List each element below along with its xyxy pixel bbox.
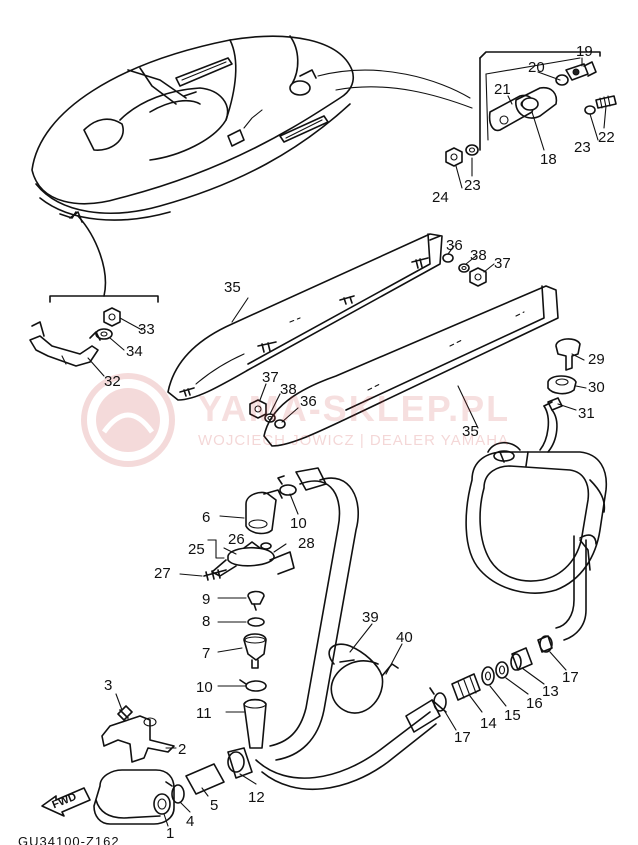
callout-4: 4 xyxy=(186,813,195,830)
callout-5: 5 xyxy=(210,797,219,814)
watercraft-hull xyxy=(31,35,355,221)
callout-29: 29 xyxy=(588,351,605,368)
watermark-logo-icon xyxy=(81,373,175,467)
hose-5 xyxy=(185,763,225,795)
sponson-lower xyxy=(263,285,559,447)
watermark-dealer: WOJCIECH JOWICZ | DEALER YAMAHA xyxy=(198,432,510,449)
callout-10-mid: 10 xyxy=(196,679,213,696)
screw-3 xyxy=(117,705,133,721)
straps-39-40 xyxy=(328,643,399,714)
callout-21: 21 xyxy=(494,81,511,98)
fwd-arrow-icon xyxy=(41,787,91,817)
fitting-group-right xyxy=(543,338,581,411)
callout-34: 34 xyxy=(126,343,143,360)
callout-28: 28 xyxy=(298,535,315,552)
callout-16: 16 xyxy=(526,695,543,712)
callout-36-lower: 36 xyxy=(300,393,317,410)
callout-25: 25 xyxy=(188,541,205,558)
fitting-chain-right xyxy=(429,635,553,712)
callout-40: 40 xyxy=(396,629,413,646)
figure-code: GU34100-Z162 xyxy=(18,834,120,845)
callout-17-left: 17 xyxy=(454,729,471,746)
callout-36-upper: 36 xyxy=(446,237,463,254)
callout-2: 2 xyxy=(178,741,187,758)
callout-14: 14 xyxy=(480,715,497,732)
callout-39: 39 xyxy=(362,609,379,626)
callout-19: 19 xyxy=(576,43,593,60)
callout-1: 1 xyxy=(166,825,175,842)
bracket-detail-group xyxy=(29,295,159,367)
reference-arrow xyxy=(69,211,107,297)
callout-22: 22 xyxy=(598,129,615,146)
callout-13: 13 xyxy=(542,683,559,700)
callout-38-lower: 38 xyxy=(280,381,297,398)
callout-26: 26 xyxy=(228,531,245,548)
callout-3: 3 xyxy=(104,677,113,694)
connector-12 xyxy=(227,747,253,779)
hose-11 xyxy=(255,467,447,790)
watermark-brand: YAMA-SKLEP.PL xyxy=(198,388,511,429)
callout-18: 18 xyxy=(540,151,557,168)
callout-8: 8 xyxy=(202,613,211,630)
callout-38-upper: 38 xyxy=(470,247,487,264)
callout-11: 11 xyxy=(196,705,212,722)
callout-37-lower: 37 xyxy=(262,369,279,386)
bracket-2 xyxy=(101,715,175,763)
callout-23-left: 23 xyxy=(464,177,481,194)
center-fittings xyxy=(203,489,295,749)
sponson-upper xyxy=(167,233,443,401)
callout-10-top: 10 xyxy=(290,515,307,532)
callout-32: 32 xyxy=(104,373,121,390)
callout-7: 7 xyxy=(202,645,211,662)
callout-30: 30 xyxy=(588,379,605,396)
sponson-hardware-lower xyxy=(249,399,286,429)
callout-24: 24 xyxy=(432,189,449,206)
callout-35-upper: 35 xyxy=(224,279,241,296)
callout-31: 31 xyxy=(578,405,595,422)
clamp-10-top xyxy=(277,475,297,496)
callout-17-right: 17 xyxy=(562,669,579,686)
clamp-4 xyxy=(165,781,185,804)
callout-23-right: 23 xyxy=(574,139,591,156)
callout-37-upper: 37 xyxy=(494,255,511,272)
water-box-1 xyxy=(93,769,175,825)
sponson-hardware-upper xyxy=(442,253,487,287)
callout-35-lower: 35 xyxy=(462,423,479,440)
callout-20: 20 xyxy=(528,59,545,76)
callout-9: 9 xyxy=(202,591,211,608)
leader-lines xyxy=(87,57,607,827)
jet-housing xyxy=(465,441,608,594)
callout-27: 27 xyxy=(154,565,171,582)
plate-detail-group xyxy=(445,51,617,167)
callout-15: 15 xyxy=(504,707,521,724)
callout-33: 33 xyxy=(138,321,155,338)
callout-6: 6 xyxy=(202,509,211,526)
callout-12: 12 xyxy=(248,789,265,806)
